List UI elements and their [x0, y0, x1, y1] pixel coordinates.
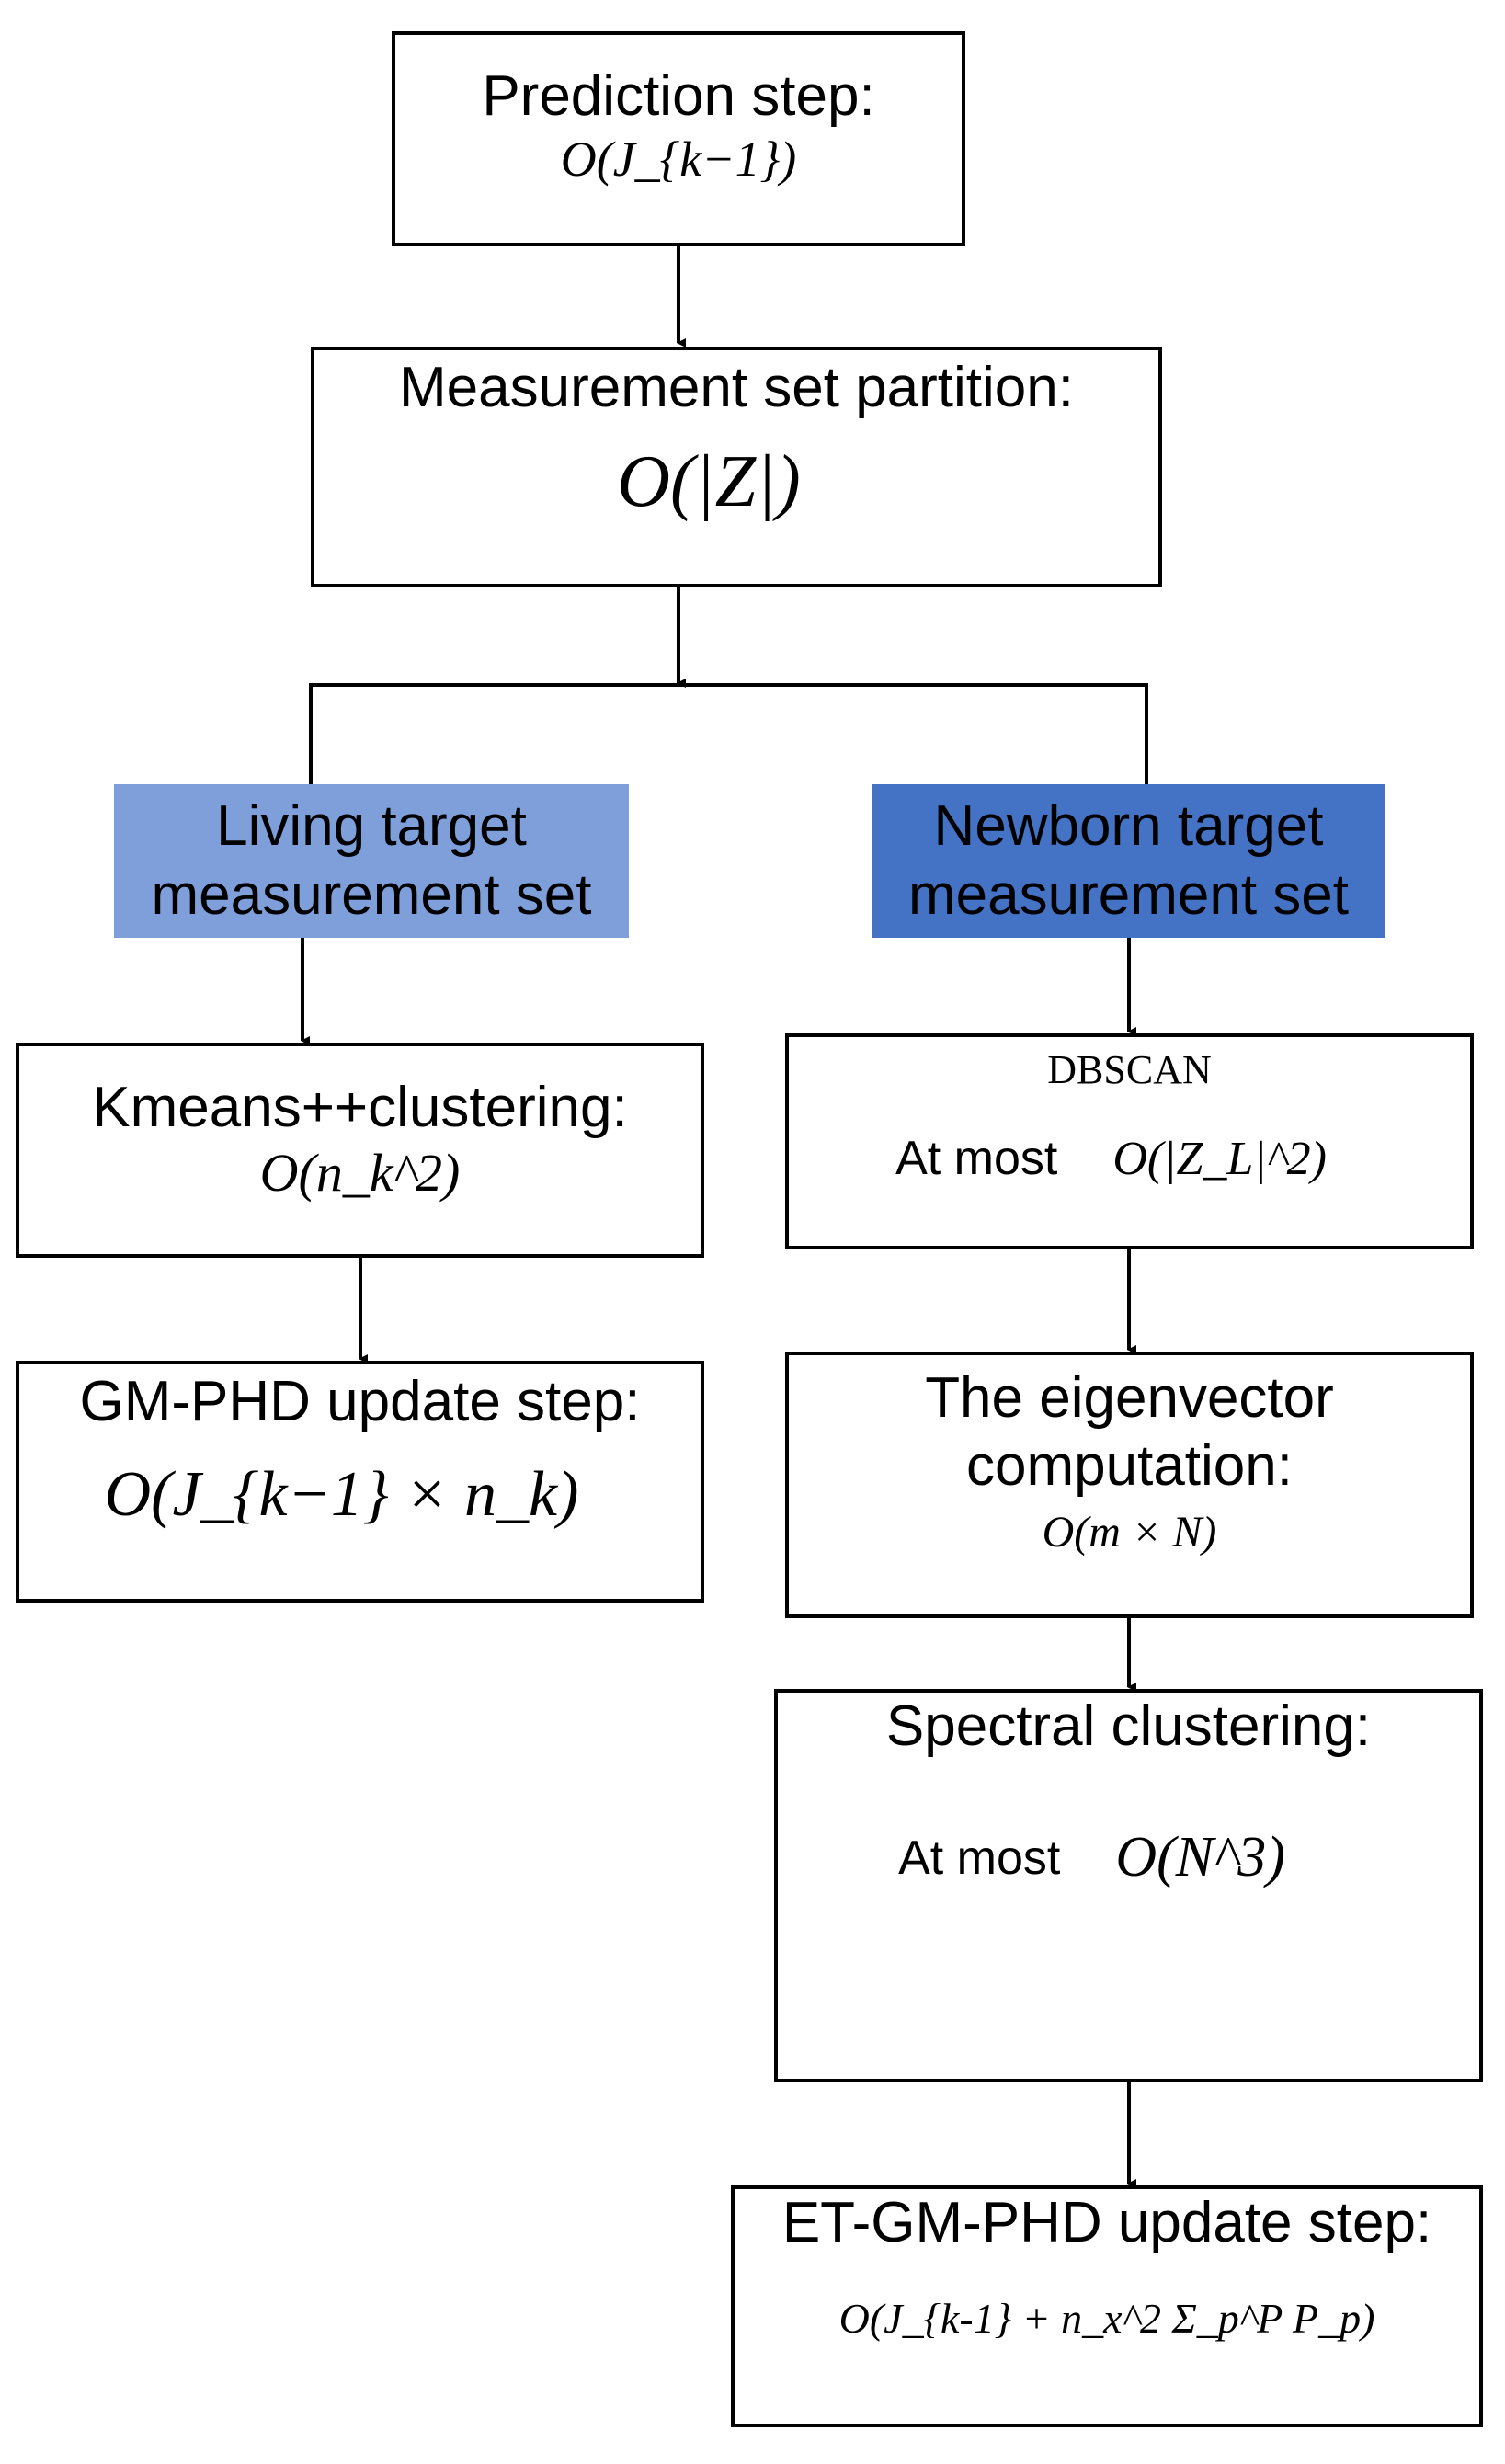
spectral-box: Spectral clustering: At most O(N^3) — [774, 1689, 1483, 2082]
living-line2: measurement set — [151, 862, 592, 927]
prediction-step-box: Prediction step: O(J_{k−1}) — [392, 31, 965, 246]
newborn-line2: measurement set — [908, 862, 1349, 927]
prediction-title: Prediction step: — [482, 64, 875, 128]
split-connector — [309, 683, 1148, 784]
spectral-prefix: At most — [898, 1831, 1061, 1885]
et-gmphd-title: ET-GM-PHD update step: — [781, 2191, 1432, 2254]
partition-complexity: O(|Z|) — [617, 441, 801, 523]
dbscan-title: DBSCAN — [1047, 1047, 1212, 1092]
dbscan-prefix: At most — [895, 1132, 1058, 1185]
kmeans-complexity: O(n_k^2) — [259, 1143, 461, 1203]
prediction-complexity: O(J_{k−1}) — [560, 131, 797, 188]
et-gmphd-complexity: O(J_{k-1} + n_x^2 Σ_p^P P_p) — [838, 2295, 1375, 2343]
living-target-set: Living target measurement set — [114, 784, 629, 938]
gmphd-title: GM-PHD update step: — [79, 1370, 641, 1433]
eigenvector-box: The eigenvector computation: O(m × N) — [785, 1352, 1474, 1618]
partition-title: Measurement set partition: — [398, 356, 1074, 419]
gmphd-box: GM-PHD update step: O(J_{k−1} × n_k) — [16, 1361, 704, 1603]
kmeans-box: Kmeans++clustering: O(n_k^2) — [16, 1043, 704, 1258]
dbscan-complexity: O(|Z_L|^2) — [1112, 1132, 1327, 1185]
spectral-title: Spectral clustering: — [885, 1694, 1372, 1758]
living-line1: Living target — [216, 794, 527, 859]
newborn-line1: Newborn target — [933, 794, 1324, 859]
gmphd-complexity: O(J_{k−1} × n_k) — [104, 1459, 579, 1531]
kmeans-title: Kmeans++clustering: — [92, 1076, 628, 1139]
dbscan-box: DBSCAN At most O(|Z_L|^2) — [785, 1033, 1474, 1249]
newborn-target-set: Newborn target measurement set — [872, 784, 1385, 938]
et-gmphd-box: ET-GM-PHD update step: O(J_{k-1} + n_x^2… — [731, 2185, 1483, 2427]
spectral-complexity: O(N^3) — [1115, 1826, 1285, 1889]
eigen-line1: The eigenvector — [925, 1366, 1334, 1430]
partition-box: Measurement set partition: O(|Z|) — [311, 347, 1162, 587]
eigen-line2: computation: — [966, 1434, 1293, 1499]
eigen-complexity: O(m × N) — [1042, 1507, 1217, 1557]
